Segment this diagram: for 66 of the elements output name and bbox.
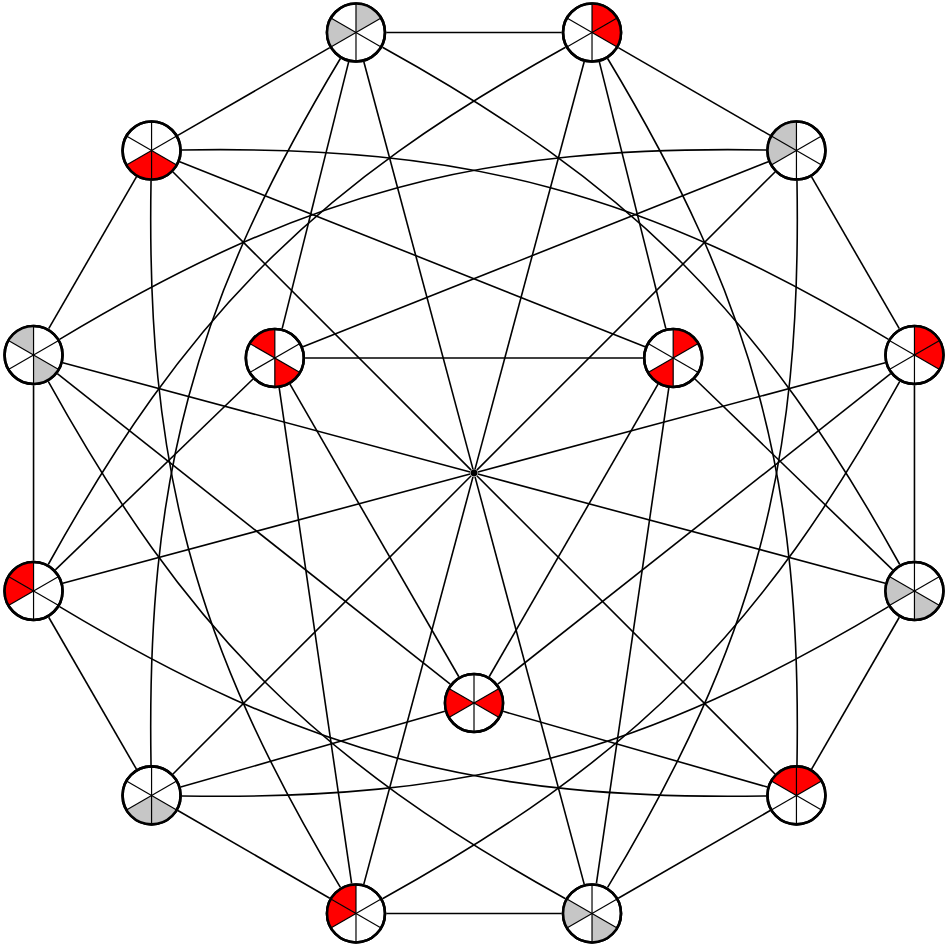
edge-line [477, 473, 886, 584]
edge-line [56, 372, 452, 685]
edge-line [502, 710, 769, 788]
edge-line [488, 383, 659, 678]
edge-line [62, 473, 471, 584]
edge-line [181, 605, 890, 797]
pie-node [884, 560, 945, 622]
edge-line [278, 387, 353, 885]
edge-line [477, 362, 886, 473]
edge-line [54, 378, 254, 571]
edge-line [913, 384, 916, 562]
edge-line [476, 475, 776, 775]
edge-line [150, 180, 342, 889]
edge-line [150, 57, 342, 766]
edge-line [172, 475, 472, 775]
edge-line [172, 171, 472, 471]
edge-line [363, 61, 474, 470]
edge-line [177, 809, 331, 900]
pie-node [766, 120, 827, 181]
edge-line [47, 380, 567, 900]
edge-line [606, 180, 798, 889]
edge-line [595, 387, 670, 885]
edge-line [47, 46, 567, 566]
edge-line [32, 384, 35, 562]
pie-node [561, 883, 623, 944]
edge-line [363, 476, 474, 885]
edge-line [181, 149, 890, 341]
edge-line [385, 912, 563, 915]
edge-line [58, 149, 767, 341]
edge-line [281, 61, 350, 330]
edge-line [381, 380, 901, 900]
edge-line [289, 383, 460, 678]
edge-line [385, 31, 563, 34]
edge-line [47, 176, 138, 330]
pie-node [766, 765, 827, 826]
pie-node [3, 560, 64, 622]
edge-line [496, 372, 892, 685]
edge-line [177, 46, 331, 137]
edge-line [476, 171, 776, 471]
edge-line [178, 160, 646, 348]
edge-line [617, 46, 771, 137]
edge-line [606, 57, 798, 766]
pie-node [561, 2, 623, 63]
edge-line [62, 362, 471, 473]
pie-node [244, 327, 306, 389]
edge-line [617, 809, 771, 900]
edge-line [810, 616, 901, 770]
edge-line [304, 357, 644, 359]
edge-line [381, 46, 901, 566]
pie-node [121, 120, 182, 181]
edge-line [474, 61, 585, 470]
pie-node [121, 765, 182, 826]
pie-node [325, 2, 387, 63]
edge-line [58, 605, 767, 797]
edge-line [694, 378, 894, 571]
pie-node [443, 672, 505, 734]
edge-line [474, 476, 585, 885]
pie-node [642, 327, 704, 389]
pie-node [3, 324, 64, 386]
edge-line [179, 710, 446, 788]
pie-node [325, 883, 387, 944]
pie-node [884, 324, 945, 386]
edge-line [47, 616, 138, 770]
edge-line [302, 160, 770, 348]
edge-line [598, 61, 667, 330]
edge-line [810, 176, 901, 330]
